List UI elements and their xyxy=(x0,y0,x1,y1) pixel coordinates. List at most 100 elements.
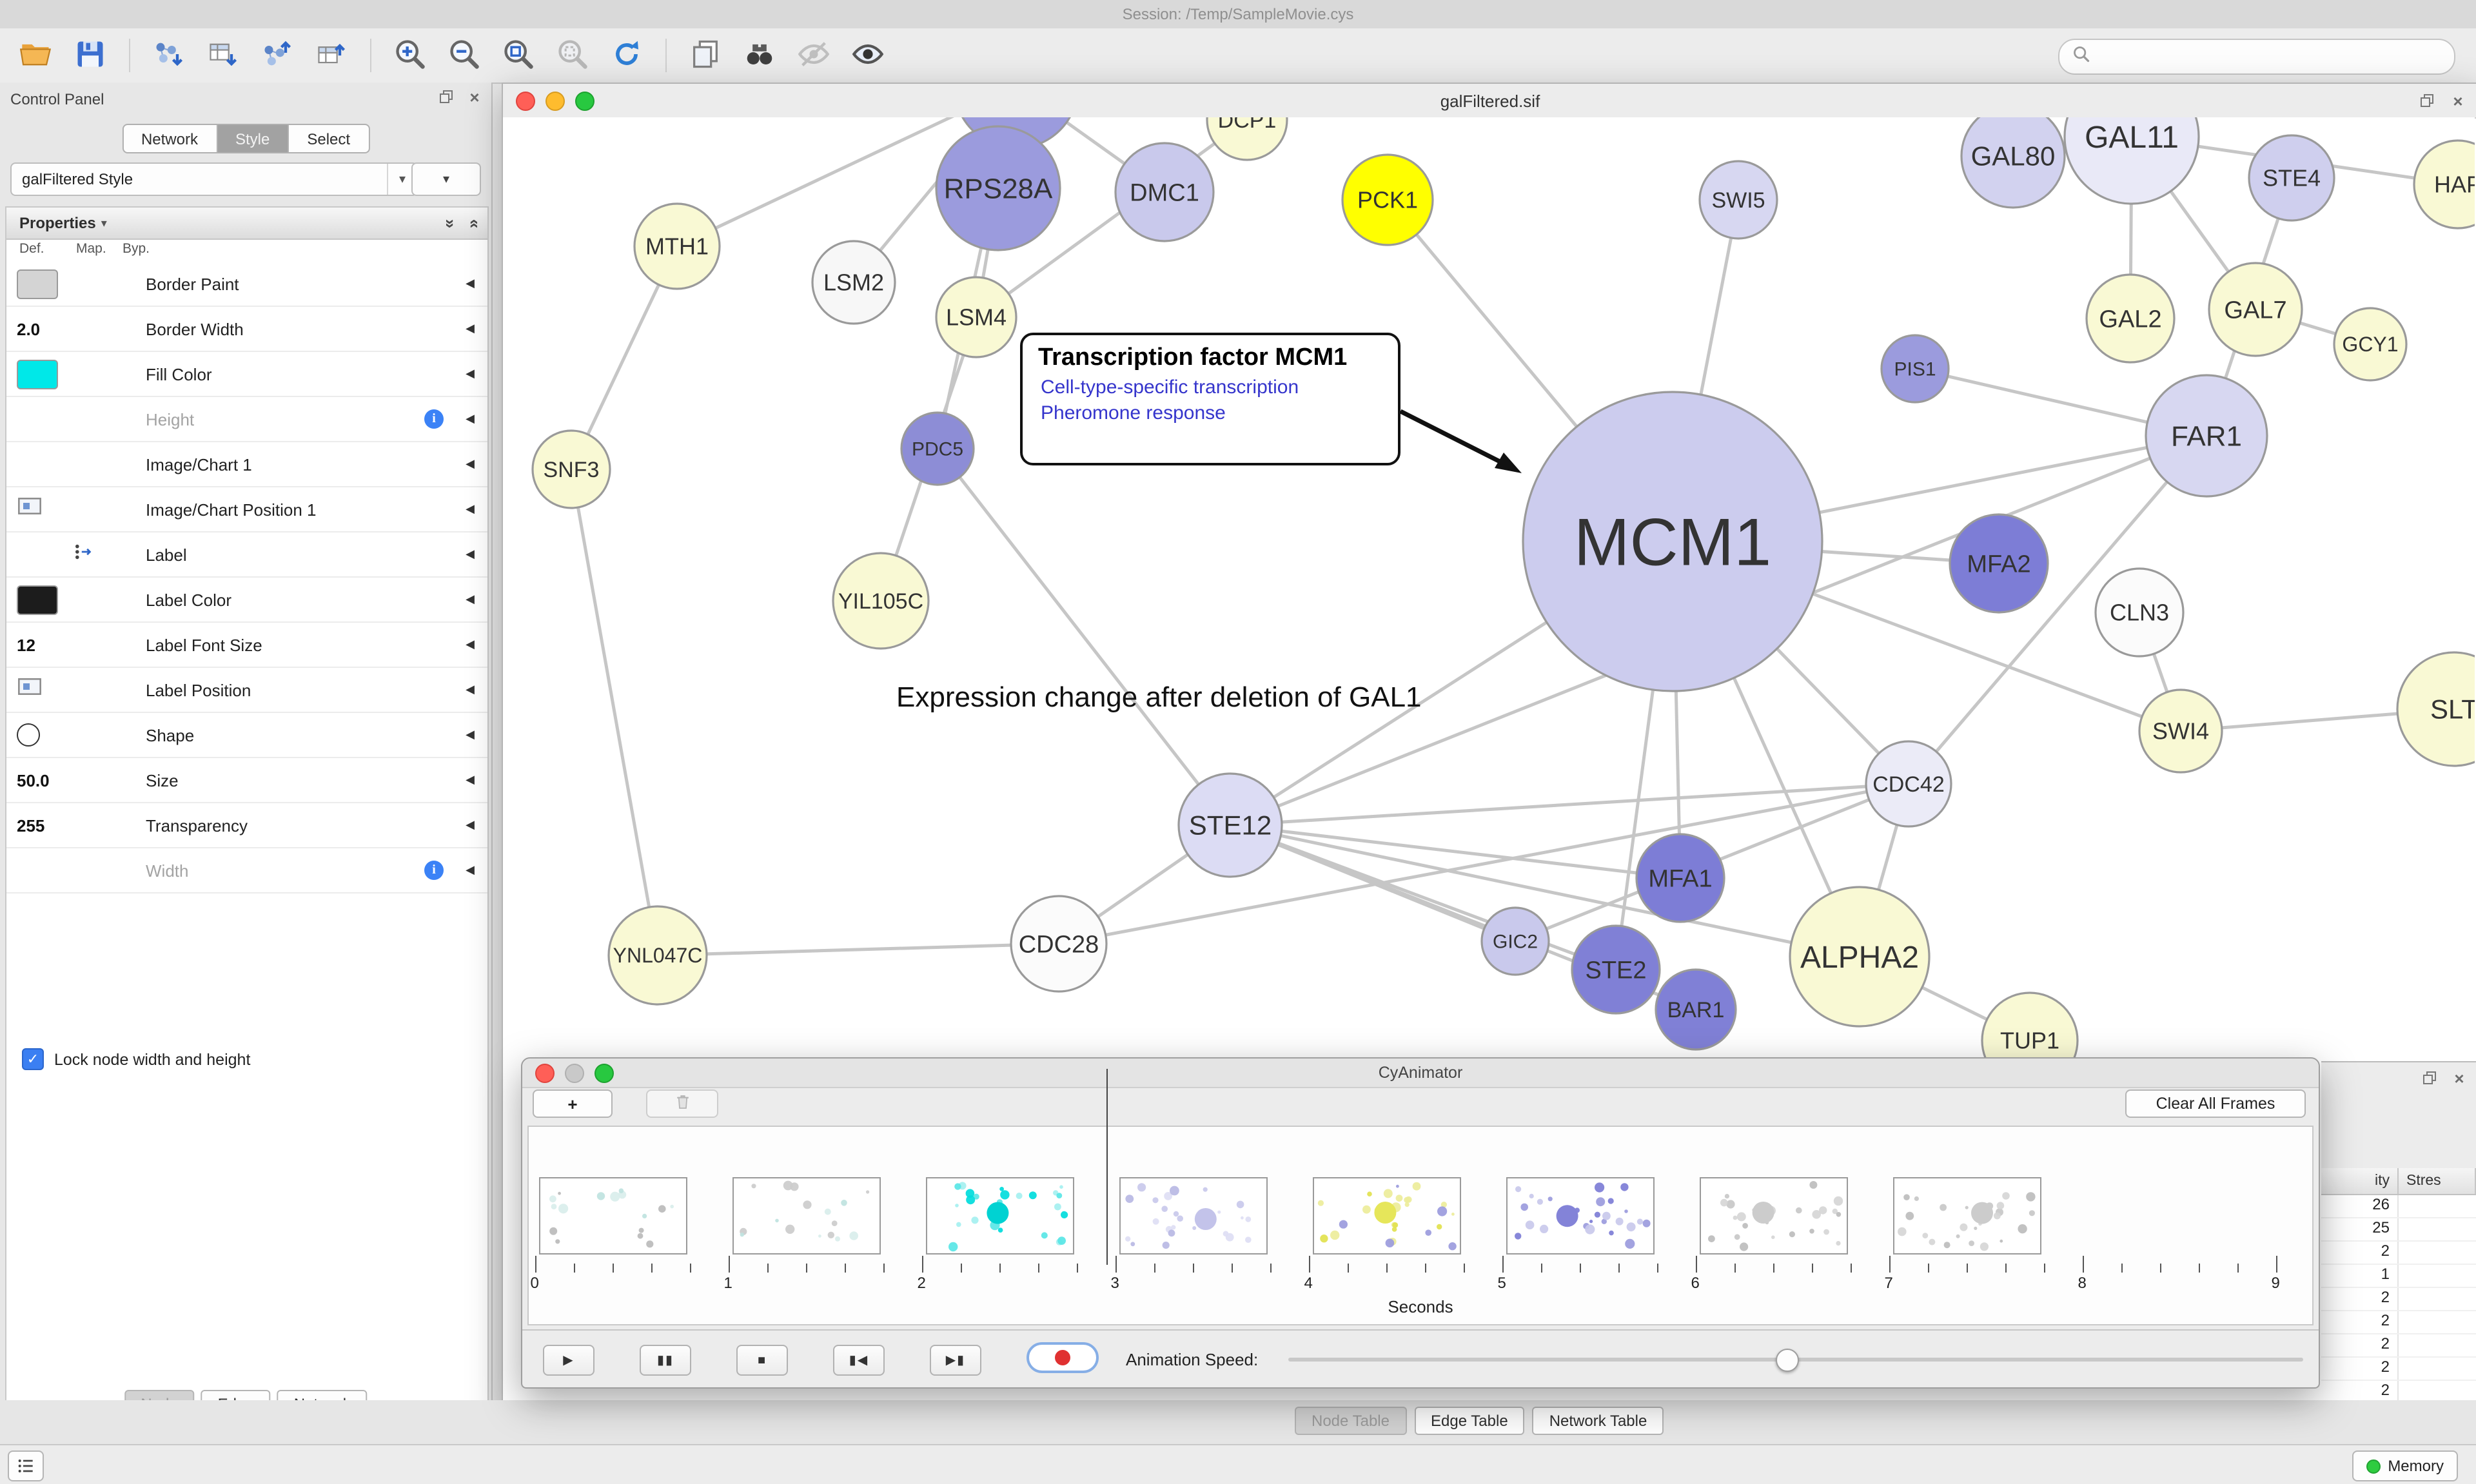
node-PDC5[interactable]: PDC5 xyxy=(900,411,975,486)
default-value-cell[interactable] xyxy=(17,442,68,486)
zoom-fit-button[interactable] xyxy=(495,35,542,76)
frame-thumbnail-5[interactable] xyxy=(1506,1177,1655,1255)
color-swatch[interactable] xyxy=(17,585,58,614)
expand-row-icon[interactable]: ◀ xyxy=(466,818,475,831)
node-CDC28[interactable]: CDC28 xyxy=(1010,895,1108,993)
property-row-fill-color[interactable]: Fill Color◀ xyxy=(6,352,487,397)
node-HAP[interactable]: HAP xyxy=(2413,139,2475,229)
table-row[interactable]: 2 xyxy=(2321,1288,2476,1311)
default-value-cell[interactable] xyxy=(17,487,68,531)
color-swatch[interactable] xyxy=(17,269,58,298)
default-value-cell[interactable] xyxy=(17,668,68,712)
node-GCY1[interactable]: GCY1 xyxy=(2333,307,2408,382)
expand-row-icon[interactable]: ◀ xyxy=(466,592,475,605)
edge-STE12-ALPHA2[interactable] xyxy=(1230,823,1860,959)
edge-STE12-CDC42[interactable] xyxy=(1230,782,1909,827)
record-button[interactable] xyxy=(1027,1342,1099,1373)
node-GIC2[interactable]: GIC2 xyxy=(1480,906,1550,976)
edge-DCP1-LSM4[interactable] xyxy=(975,118,1248,319)
node-ALPHA2[interactable]: ALPHA2 xyxy=(1789,886,1931,1028)
tab-edge-table[interactable]: Edge Table xyxy=(1414,1407,1525,1435)
default-value-cell[interactable]: 12 xyxy=(17,623,68,667)
frame-thumbnail-4[interactable] xyxy=(1313,1177,1461,1255)
properties-header[interactable]: Properties ▾ » » xyxy=(6,208,487,240)
copy-button[interactable] xyxy=(682,35,729,76)
node-LSM4[interactable]: LSM4 xyxy=(935,276,1017,358)
style-options-button[interactable]: ▾ xyxy=(411,162,481,196)
mapping-cell[interactable] xyxy=(74,668,117,712)
expand-row-icon[interactable]: ◀ xyxy=(466,322,475,335)
edge-CDC28-CDC42[interactable] xyxy=(1058,782,1909,946)
mapping-cell[interactable] xyxy=(74,532,117,576)
discrete-mapping-icon[interactable] xyxy=(74,542,95,567)
expand-all-icon[interactable]: » xyxy=(462,218,482,228)
node-STE12[interactable]: STE12 xyxy=(1177,772,1283,878)
mapping-cell[interactable] xyxy=(74,848,117,892)
close-table-icon[interactable]: × xyxy=(2454,1068,2464,1088)
timeline-playhead[interactable] xyxy=(1106,1069,1108,1265)
add-frame-button[interactable]: + xyxy=(533,1089,613,1118)
node-BAR1[interactable]: BAR1 xyxy=(1655,968,1737,1051)
frame-thumbnail-1[interactable] xyxy=(732,1177,881,1255)
expand-row-icon[interactable]: ◀ xyxy=(466,863,475,876)
expand-row-icon[interactable]: ◀ xyxy=(466,773,475,786)
ellipse-shape-icon[interactable] xyxy=(17,723,40,747)
edge-PDC5-STE12[interactable] xyxy=(936,447,1232,826)
search-box[interactable] xyxy=(2058,39,2455,75)
property-row-label-position[interactable]: Label Position◀ xyxy=(6,668,487,713)
edge-STE12-MFA1[interactable] xyxy=(1230,823,1681,880)
edge-YNL047C-CDC28[interactable] xyxy=(657,942,1059,957)
close-traffic-light[interactable] xyxy=(535,1063,555,1082)
clear-all-frames-button[interactable]: Clear All Frames xyxy=(2125,1089,2306,1118)
default-value-cell[interactable]: 50.0 xyxy=(17,758,68,802)
table-row[interactable]: 26 xyxy=(2321,1195,2476,1218)
expand-row-icon[interactable]: ◀ xyxy=(466,277,475,289)
network-window-titlebar[interactable]: galFiltered.sif × xyxy=(503,84,2476,119)
automation-panel-button[interactable] xyxy=(8,1450,44,1481)
export-network-button[interactable] xyxy=(254,35,300,76)
expand-row-icon[interactable]: ◀ xyxy=(466,502,475,515)
default-value-cell[interactable]: 2.0 xyxy=(17,307,68,351)
property-row-border-paint[interactable]: Border Paint◀ xyxy=(6,262,487,307)
dock-window-icon[interactable] xyxy=(2418,92,2436,110)
mapping-cell[interactable] xyxy=(74,352,117,396)
property-row-image-chart-1[interactable]: Image/Chart 1◀ xyxy=(6,442,487,487)
default-value-cell[interactable] xyxy=(17,848,68,892)
table-row[interactable]: 2 xyxy=(2321,1311,2476,1334)
cyanimator-titlebar[interactable]: CyAnimator xyxy=(522,1059,2319,1088)
node-MFA2[interactable]: MFA2 xyxy=(1949,513,2049,614)
mapping-cell[interactable] xyxy=(74,442,117,486)
first-neighbors-button[interactable] xyxy=(736,35,783,76)
show-all-button[interactable] xyxy=(845,35,891,76)
node-YNL047C[interactable]: YNL047C xyxy=(607,905,708,1006)
node-SLT[interactable]: SLT xyxy=(2396,651,2475,767)
tab-network-table[interactable]: Network Table xyxy=(1532,1407,1664,1435)
node-PIS1[interactable]: PIS1 xyxy=(1880,334,1950,404)
expand-row-icon[interactable]: ◀ xyxy=(466,683,475,696)
default-value-cell[interactable] xyxy=(17,578,68,621)
default-value-cell[interactable] xyxy=(17,397,68,441)
float-panel-icon[interactable] xyxy=(437,88,455,106)
node-FAR1[interactable]: FAR1 xyxy=(2145,374,2268,498)
search-input[interactable] xyxy=(2098,46,2441,67)
node-GAL2[interactable]: GAL2 xyxy=(2085,273,2176,364)
node-DCP1[interactable]: DCP1 xyxy=(1206,117,1288,161)
property-row-shape[interactable]: Shape◀ xyxy=(6,713,487,758)
edge-CDC42-FAR1[interactable] xyxy=(1907,434,2208,785)
position-widget-icon[interactable] xyxy=(17,496,43,522)
node-LSM2[interactable]: LSM2 xyxy=(811,240,896,325)
frame-thumbnail-2[interactable] xyxy=(926,1177,1074,1255)
table-row[interactable]: 2 xyxy=(2321,1358,2476,1381)
zoom-in-button[interactable] xyxy=(387,35,433,76)
refresh-button[interactable] xyxy=(604,35,650,76)
play-button[interactable]: ▶ xyxy=(543,1345,594,1376)
zoom-traffic-light[interactable] xyxy=(594,1063,614,1082)
node-SWI4[interactable]: SWI4 xyxy=(2138,688,2223,774)
delete-frame-button[interactable] xyxy=(646,1089,718,1118)
annotation-box[interactable]: Transcription factor MCM1 Cell-type-spec… xyxy=(1020,333,1400,465)
